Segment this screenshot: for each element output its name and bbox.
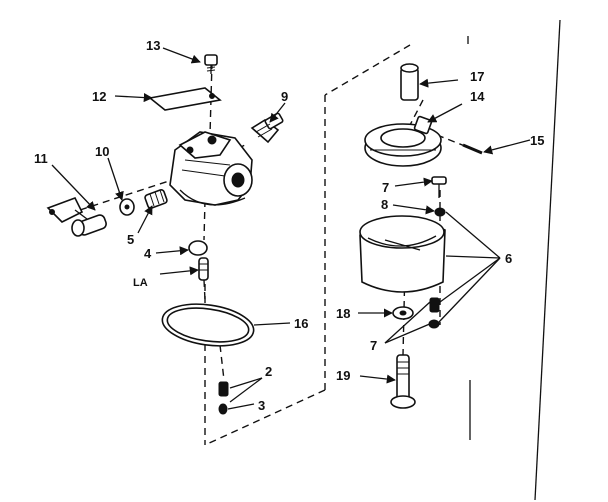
- part-13-screw: [204, 54, 218, 74]
- part-9-fitting: [250, 112, 284, 144]
- part-14-float: [364, 115, 442, 167]
- part-5-spring: [144, 189, 168, 209]
- part-17-sleeve: [400, 63, 419, 101]
- part-7-8-screw-washer: [431, 176, 447, 217]
- part-la-pin: [198, 257, 209, 281]
- part-6-bowl: [359, 215, 446, 293]
- label-7-top: 7: [382, 180, 389, 195]
- label-8: 8: [381, 197, 388, 212]
- page-edge-lines: [467, 19, 561, 501]
- label-4: 4: [144, 246, 152, 261]
- label-14: 14: [470, 89, 485, 104]
- label-16: 16: [294, 316, 308, 331]
- label-9: 9: [281, 89, 288, 104]
- label-19: 19: [336, 368, 350, 383]
- part-labels: 13 12 9 11 10 5 4 LA 16 2 3 17 14 15 7 8…: [34, 38, 544, 413]
- part-11-throttle-shaft: [46, 197, 107, 237]
- label-17: 17: [470, 69, 484, 84]
- part-10-washer: [119, 198, 135, 216]
- part-4-seat: [188, 240, 208, 256]
- label-18: 18: [336, 306, 350, 321]
- part-12-plate: [148, 87, 222, 111]
- part-19-bolt: [390, 354, 416, 409]
- leader-lines: [51, 47, 531, 410]
- label-6: 6: [505, 251, 512, 266]
- label-13: 13: [146, 38, 160, 53]
- label-la: LA: [133, 277, 148, 289]
- part-6-small-parts: [428, 297, 440, 329]
- label-10: 10: [95, 144, 109, 159]
- label-11: 11: [34, 151, 48, 166]
- part-2-3-small-parts: [218, 381, 229, 415]
- label-15: 15: [530, 133, 544, 148]
- part-18-washer: [392, 306, 414, 320]
- part-15-needle: [462, 143, 483, 155]
- label-12: 12: [92, 89, 106, 104]
- part-16-gasket: [161, 303, 255, 347]
- label-5: 5: [127, 232, 134, 247]
- label-7-bottom: 7: [370, 338, 377, 353]
- carburetor-body: [169, 131, 253, 206]
- label-2: 2: [265, 364, 272, 379]
- label-3: 3: [258, 398, 265, 413]
